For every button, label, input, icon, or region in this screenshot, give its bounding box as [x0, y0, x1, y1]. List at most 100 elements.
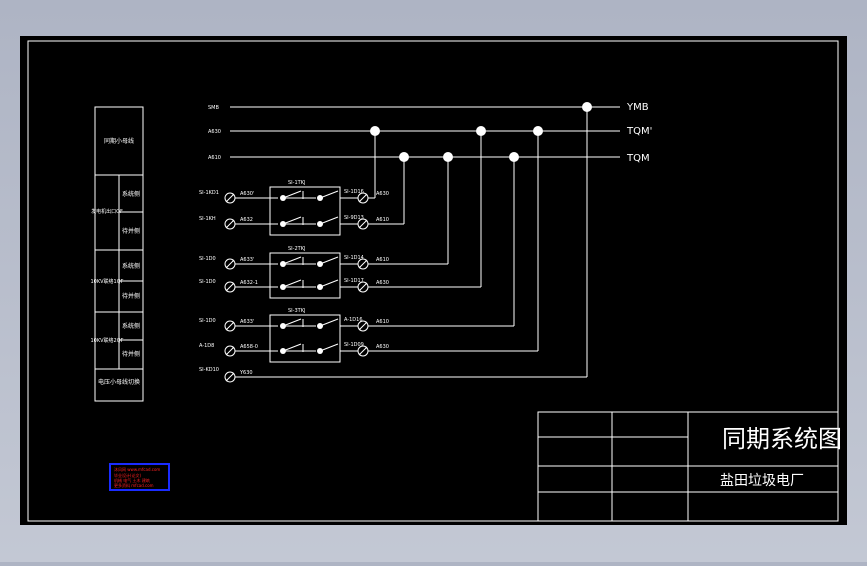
bus-left-label: SMB	[208, 105, 219, 111]
terminal-label: SI-1KH	[199, 216, 216, 222]
terminal-label: SI-1D0	[199, 318, 216, 324]
left-table-text: 同期小母线 发电机出口QF 系统侧 待并侧 10KV联络1QF 系统侧 待并侧 …	[90, 137, 140, 386]
wire-label: A630	[376, 344, 389, 350]
left-table-group-name: 发电机出口QF	[91, 208, 123, 215]
wire-label: A630	[376, 280, 389, 286]
drawing-title: 同期系统图	[722, 425, 842, 453]
wire-label: A632	[240, 217, 253, 223]
junction-node	[399, 152, 409, 162]
switch-blade	[282, 256, 302, 265]
wire-label: A610	[376, 319, 389, 325]
terminal-label: SI-1D09	[344, 342, 364, 348]
left-table-cell: 系统侧	[122, 262, 140, 270]
terminal-slash	[358, 259, 368, 269]
left-table-group-name: 10KV联络2QF	[90, 337, 123, 344]
terminal-slash	[358, 346, 368, 356]
bus-left-label: A610	[208, 155, 221, 161]
terminal-slash	[358, 282, 368, 292]
switch-blade	[319, 343, 339, 352]
switch-box	[269, 186, 341, 236]
terminal-label: SI-1D14	[344, 255, 364, 261]
wire-label: A632-1	[240, 280, 258, 286]
bus-left-label: A630	[208, 129, 221, 135]
terminal-label: A-1D16	[344, 317, 363, 323]
stamp-line: 机械 电气 土木 建筑	[114, 477, 150, 483]
stamp-line: 更多资料 mfcad.com	[114, 482, 154, 488]
stamp-frame	[109, 463, 170, 491]
terminal-slash	[358, 321, 368, 331]
terminal-label: SI-1D0	[199, 256, 216, 262]
bus-right-label: YMB	[626, 102, 649, 113]
switch-blade	[282, 279, 302, 288]
terminal-slash	[225, 193, 235, 203]
wire-label: A630'	[240, 191, 254, 197]
switch-blade	[282, 343, 302, 352]
left-table-group-name: 10KV联络1QF	[90, 278, 123, 285]
junction-node	[370, 126, 380, 136]
terminal-label: SI-1KD1	[199, 190, 219, 196]
terminal-label: SI-1D17	[344, 278, 364, 284]
wire-label: A633'	[240, 319, 254, 325]
junction-node	[509, 152, 519, 162]
bus-right-label: TQM	[626, 153, 650, 164]
terminal-label: SI-9D13	[344, 215, 364, 221]
terminal-slash	[225, 219, 235, 229]
wire-label: A633'	[240, 257, 254, 263]
left-table-cell: 待并侧	[122, 350, 140, 358]
company-name: 盐田垃圾电厂	[720, 473, 804, 489]
terminal-slash	[358, 219, 368, 229]
switch-blade	[282, 190, 302, 199]
terminal-slash	[225, 282, 235, 292]
left-table-footer: 电压小母线切换	[98, 378, 140, 386]
bus-bars	[230, 106, 620, 158]
cad-canvas	[20, 36, 847, 525]
left-table-frame	[94, 106, 144, 402]
switch-blade	[282, 318, 302, 327]
switch-box	[269, 252, 341, 299]
terminal-slash	[225, 346, 235, 356]
left-table-cell: 系统侧	[122, 190, 140, 198]
stamp-line: 沐风网 www.mfcad.com	[114, 466, 160, 472]
left-table-cell: 待并侧	[122, 227, 140, 235]
switch-blade	[319, 190, 339, 199]
watermark-stamp: 沐风网 www.mfcad.com 毕业设计(论文) 机械 电气 土木 建筑 更…	[109, 463, 170, 491]
left-table	[94, 106, 144, 402]
terminal-label: SI-KD10	[199, 367, 219, 373]
switch-blade	[319, 256, 339, 265]
left-table-cell: 系统侧	[122, 322, 140, 330]
bus-right-label: TQM'	[626, 126, 652, 137]
switch-box	[269, 314, 341, 363]
stamp-line: 毕业设计(论文)	[114, 472, 142, 478]
switch-blade	[319, 216, 339, 225]
junction-node	[443, 152, 453, 162]
switch-blade	[282, 216, 302, 225]
extra-terminal-row: SI-KD10 Y630	[199, 367, 587, 383]
terminal-label: SI-1D16	[344, 189, 364, 195]
terminal-slash	[225, 321, 235, 331]
junction-node	[476, 126, 486, 136]
terminal-slash	[225, 372, 235, 382]
drawing-frame	[27, 40, 839, 522]
junction-node	[533, 126, 543, 136]
switch-title: SI-2TKJ	[288, 246, 305, 252]
switch-blade	[319, 279, 339, 288]
drop-wires	[374, 107, 588, 377]
junction-nodes	[370, 102, 592, 162]
switch-blade	[319, 318, 339, 327]
title-block	[537, 411, 839, 522]
wire-label: A610	[376, 217, 389, 223]
wire-label: A658-0	[240, 344, 258, 350]
wire-label: A610	[376, 257, 389, 263]
left-table-header: 同期小母线	[104, 137, 134, 145]
terminal-label: A-1D8	[199, 343, 214, 349]
junction-node	[582, 102, 592, 112]
left-table-cell: 待并侧	[122, 292, 140, 300]
bus-labels: SMB A630 A610 YMB TQM' TQM	[208, 102, 652, 164]
switch-title: SI-3TKJ	[288, 308, 305, 314]
terminal-label: SI-1D0	[199, 279, 216, 285]
